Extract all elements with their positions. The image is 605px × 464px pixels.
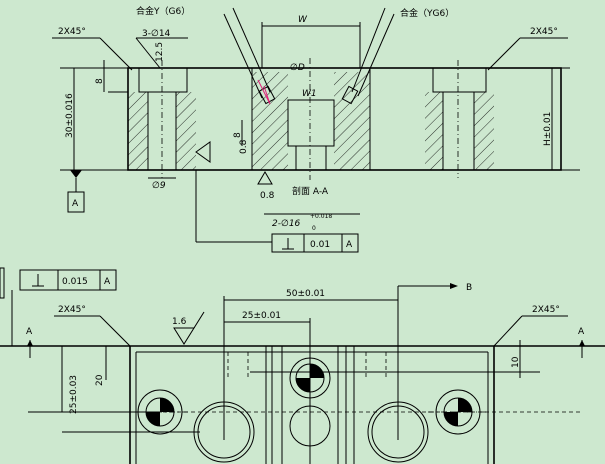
- perp-frame-top: [271, 233, 359, 253]
- dim-0-8-mid: 0.8: [239, 139, 249, 154]
- counterbore-left: [138, 67, 188, 93]
- perp-frame-bottom: [19, 269, 117, 291]
- hole-center-top: [289, 357, 331, 399]
- dim-10: 10: [511, 356, 521, 368]
- hole-right-bore: [367, 401, 429, 463]
- roughness-symbol-2: [195, 141, 211, 163]
- center-small-bore: [295, 145, 327, 171]
- section-A-left: A: [26, 327, 33, 337]
- chamfer-right-top: 2X45°: [530, 27, 558, 37]
- dim-W: W: [298, 15, 308, 25]
- holes-3x14: 3-∅14: [142, 29, 171, 39]
- hatch-left-2: [176, 92, 196, 170]
- datum-A: A: [72, 199, 79, 209]
- label-alloy-y: 合金Y（G6）: [136, 5, 190, 17]
- section-A-right: A: [578, 327, 585, 337]
- hole-center-bottom: [289, 405, 331, 447]
- chamfer-left-top: 2X45°: [58, 27, 86, 37]
- chamfer-right-bottom: 2X45°: [532, 305, 560, 315]
- hatch-left-1: [128, 92, 148, 170]
- perp-datum-bottom: A: [104, 277, 111, 287]
- label-alloy-yg: 合金（YG6）: [400, 7, 454, 19]
- arrow-B: B: [466, 283, 472, 293]
- dim-8-mid: 8: [233, 132, 243, 138]
- dim-25: 25±0.01: [242, 311, 281, 321]
- bottom-plan-view: 0.015 A A A 2X45° 2X45°: [0, 267, 605, 464]
- perp-tol-top: 0.01: [310, 240, 330, 250]
- red-mark: [257, 79, 271, 105]
- chamfer-left-bottom: 2X45°: [58, 305, 86, 315]
- depth-12-5: 12.5: [155, 42, 165, 62]
- roughness-1-6: [173, 327, 195, 345]
- datum-A-box: [67, 191, 85, 213]
- perp-tol-bottom: 0.015: [62, 277, 88, 287]
- dim-20: 20: [95, 374, 105, 386]
- roughness-1-6-value: 1.6: [172, 317, 187, 327]
- roughness-symbol: [257, 171, 273, 185]
- dim-8-left: 8: [95, 78, 105, 84]
- holes-2x16-tol-low: 0: [312, 225, 316, 232]
- datum-triangle: [70, 170, 82, 178]
- dim-25-03: 25±0.03: [69, 375, 79, 414]
- dim-30: 30±0.016: [65, 93, 75, 138]
- perp-datum-top: A: [346, 240, 353, 250]
- counterbore-right: [432, 67, 487, 93]
- section-label: 剖面 A-A: [292, 185, 329, 197]
- dim-D: ∅D: [290, 63, 305, 73]
- hatch-right-1: [425, 92, 443, 170]
- center-bore: [287, 99, 335, 147]
- hatch-right-2: [474, 92, 494, 170]
- holes-2x16: 2-∅16: [272, 219, 301, 229]
- phi-9: ∅9: [152, 181, 166, 191]
- dim-H: H±0.01: [543, 112, 553, 146]
- dim-50: 50±0.01: [286, 289, 325, 299]
- top-section-view: W ∅D W1 合金Y（G6） 合金（YG6） 2X45° 2X45° 3-∅1…: [52, 5, 580, 253]
- roughness-0-8: 0.8: [260, 191, 275, 201]
- holes-2x16-tol: +0.018: [310, 213, 332, 220]
- hatch-center-right: [334, 72, 370, 170]
- hole-left-bore: [193, 401, 255, 463]
- dim-W1: W1: [302, 89, 317, 99]
